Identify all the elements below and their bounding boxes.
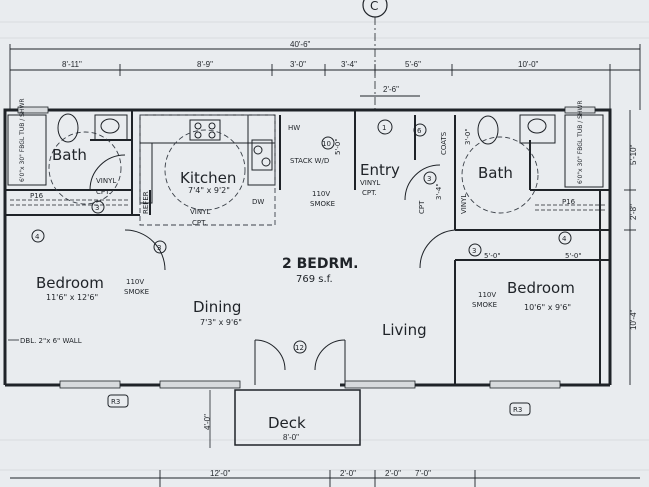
top-dim-5: 5'-6" xyxy=(405,60,421,69)
room-bedroom-right: Bedroom xyxy=(507,279,575,297)
label-coats: COATS xyxy=(440,131,448,155)
r3-right: R3 xyxy=(513,406,522,414)
room-bedroom-right-size: 10'6" x 9'6" xyxy=(524,303,571,312)
exterior-walls xyxy=(3,108,612,387)
bottom-dimension-lines xyxy=(10,470,640,487)
label-tub-left: 6'0"x 30" FBGL TUB / SHWR xyxy=(19,98,26,182)
plan-area: 769 s.f. xyxy=(296,274,333,285)
deck-width-dim: 8'-0" xyxy=(283,433,299,442)
left-bath-fixtures xyxy=(7,113,128,186)
smoke-center-1: 110V xyxy=(312,190,330,198)
closet-shelves xyxy=(10,199,605,211)
top-dimension-lines xyxy=(9,44,641,110)
tag-6: 6 xyxy=(417,127,422,135)
bottom-dim-4: 7'-0" xyxy=(415,469,431,478)
room-dining-size: 7'3" x 9'6" xyxy=(200,318,242,327)
tag-3d: 3 xyxy=(472,247,476,255)
label-refer: REFER xyxy=(142,191,150,214)
label-dw: DW xyxy=(252,198,264,206)
label-p16-right: P16 xyxy=(562,198,576,206)
tag-circles xyxy=(31,119,572,354)
dim-closet-left: 5'-0" xyxy=(484,252,501,260)
bottom-dim-1: 12'-0" xyxy=(210,469,231,478)
door-swings xyxy=(89,154,456,385)
bottom-dim-3: 2'-0" xyxy=(385,469,401,478)
label-vinyl-bath: VINYL xyxy=(460,194,468,214)
dim-bath-top: 3'-0" xyxy=(464,128,472,145)
right-bath-fixtures xyxy=(477,114,604,188)
deck-outline xyxy=(234,389,361,446)
tag-3b: 3 xyxy=(157,244,161,252)
interior-walls xyxy=(5,110,610,385)
room-living: Living xyxy=(382,321,427,339)
label-cpt-closet: CPT xyxy=(418,200,426,214)
deck-depth-dim: 4'-0" xyxy=(203,414,212,430)
top-dim-6: 10'-0" xyxy=(518,60,539,69)
dim-closet-right: 5'-0" xyxy=(565,252,582,260)
room-kitchen: Kitchen xyxy=(180,169,236,187)
overall-width-dim: 40'-6" xyxy=(290,40,311,49)
label-vinyl-entry: VINYL xyxy=(360,179,380,187)
smoke-left-2: SMOKE xyxy=(124,288,149,296)
room-kitchen-size: 7'4" x 9'2" xyxy=(188,186,230,195)
smoke-right-1: 110V xyxy=(478,291,496,299)
clearance-circles xyxy=(48,114,539,226)
paper-grid xyxy=(0,21,649,471)
grid-marker: C xyxy=(362,0,388,110)
room-bath-left: Bath xyxy=(52,146,87,164)
right-dim-1: 5'-10" xyxy=(629,144,638,165)
label-cpt-left: CPT. xyxy=(96,188,111,196)
tag-12: 12 xyxy=(295,344,304,352)
room-dining: Dining xyxy=(193,298,241,316)
top-dim-1: 8'-11" xyxy=(62,60,82,69)
right-dim-2: 2'-8" xyxy=(629,204,638,220)
top-dim-4: 3'-4" xyxy=(341,60,357,69)
right-dimension-lines xyxy=(624,110,636,385)
tag-3c: 3 xyxy=(427,175,431,183)
dim-bath-closet: 3'-4" xyxy=(435,183,443,200)
top-dim-3: 3'-0" xyxy=(290,60,306,69)
label-p16-left: P16 xyxy=(30,192,44,200)
plan-title: 2 BEDRM. xyxy=(282,256,359,272)
dim-closet: 5'-0" xyxy=(334,138,342,155)
label-cpt-kitchen: CPT. xyxy=(192,219,207,227)
bottom-dim-2: 2'-0" xyxy=(340,469,356,478)
tag-10: 10 xyxy=(322,140,331,148)
grid-marker-label: C xyxy=(370,0,378,13)
label-tub-right: 6'0"x 30" FBGL TUB / SHWR xyxy=(577,100,584,184)
right-dim-3: 10'-4" xyxy=(629,309,638,330)
room-deck: Deck xyxy=(268,414,306,432)
tag-4b: 4 xyxy=(562,235,567,243)
tag-4a: 4 xyxy=(35,233,40,241)
top-dim-2: 8'-9" xyxy=(197,60,213,69)
tag-3a: 3 xyxy=(95,204,99,212)
tag-1: 1 xyxy=(382,124,386,132)
label-hw: HW xyxy=(288,124,300,132)
entry-dim: 2'-6" xyxy=(383,85,399,94)
room-bath-right: Bath xyxy=(478,164,513,182)
room-bedroom-left: Bedroom xyxy=(36,274,104,292)
room-entry: Entry xyxy=(360,161,400,179)
label-wall-note: DBL. 2"x 6" WALL xyxy=(20,337,82,345)
smoke-left-1: 110V xyxy=(126,278,144,286)
label-vinyl-kitchen: VINYL xyxy=(190,208,210,216)
r3-markers xyxy=(107,394,531,416)
label-stack-wd: STACK W/D xyxy=(290,157,329,165)
windows xyxy=(17,106,596,389)
room-bedroom-left-size: 11'6" x 12'6" xyxy=(46,293,98,302)
r3-left: R3 xyxy=(111,398,120,406)
label-cpt-entry: CPT. xyxy=(362,189,377,197)
smoke-right-2: SMOKE xyxy=(472,301,497,309)
label-vinyl-left: VINYL xyxy=(96,177,116,185)
smoke-center-2: SMOKE xyxy=(310,200,335,208)
